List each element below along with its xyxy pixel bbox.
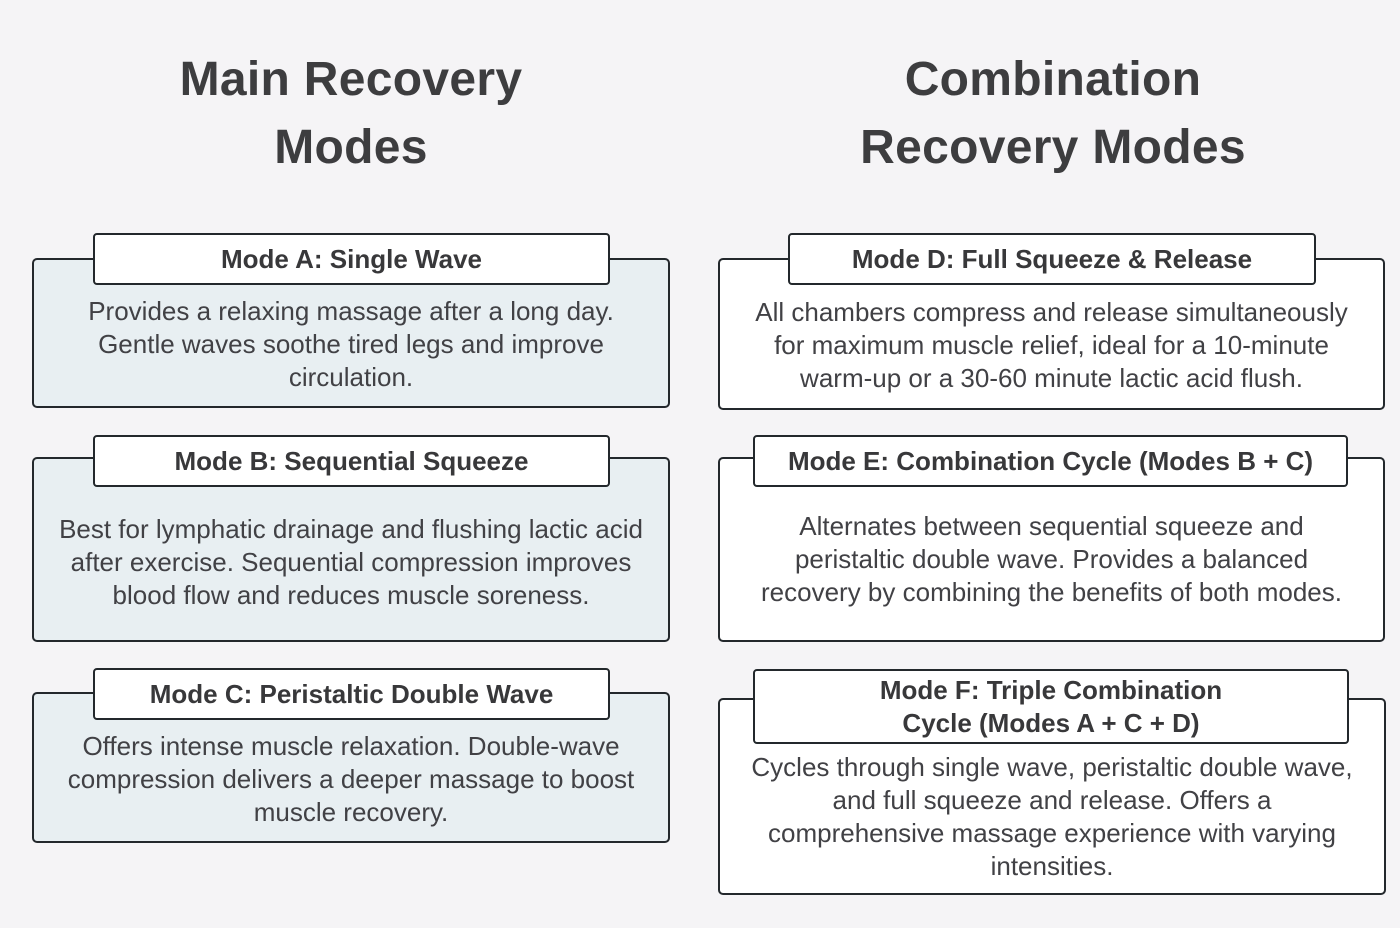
- mode-e-card: Alternates between sequential squeeze an…: [718, 457, 1385, 642]
- mode-d-title: Mode D: Full Squeeze & Release: [851, 243, 1253, 274]
- mode-f-description: Cycles through single wave, peristaltic …: [751, 751, 1353, 881]
- mode-c-description: Offers intense muscle relaxation. Double…: [67, 731, 635, 827]
- mode-a-description: Provides a relaxing massage after a long…: [88, 296, 614, 392]
- mode-f-title-box: Mode F: Triple Combination Cycle (Modes …: [753, 669, 1349, 744]
- mode-a-title-box: Mode A: Single Wave: [93, 233, 610, 285]
- mode-b-title: Mode B: Sequential Squeeze: [174, 445, 529, 476]
- mode-e-description: Alternates between sequential squeeze an…: [761, 511, 1342, 607]
- mode-a-title: Mode A: Single Wave: [221, 243, 482, 274]
- mode-e-title: Mode E: Combination Cycle (Modes B + C): [787, 445, 1314, 476]
- mode-d-description: All chambers compress and release simult…: [755, 297, 1348, 393]
- mode-c-title-box: Mode C: Peristaltic Double Wave: [93, 668, 610, 720]
- mode-b-card: Best for lymphatic drainage and flushing…: [32, 457, 670, 642]
- main-recovery-modes-heading: Main Recovery Modes: [179, 53, 523, 174]
- mode-e-title-box: Mode E: Combination Cycle (Modes B + C): [753, 435, 1348, 487]
- combination-recovery-modes-heading: Combination Recovery Modes: [860, 53, 1246, 174]
- mode-c-title: Mode C: Peristaltic Double Wave: [149, 678, 554, 709]
- mode-d-title-box: Mode D: Full Squeeze & Release: [788, 233, 1316, 285]
- mode-b-title-box: Mode B: Sequential Squeeze: [93, 435, 610, 487]
- mode-f-title-line-2: Cycle (Modes A + C + D): [902, 707, 1200, 738]
- mode-f-title-line-1: Mode F: Triple Combination: [879, 674, 1223, 705]
- mode-b-description: Best for lymphatic drainage and flushing…: [59, 514, 643, 610]
